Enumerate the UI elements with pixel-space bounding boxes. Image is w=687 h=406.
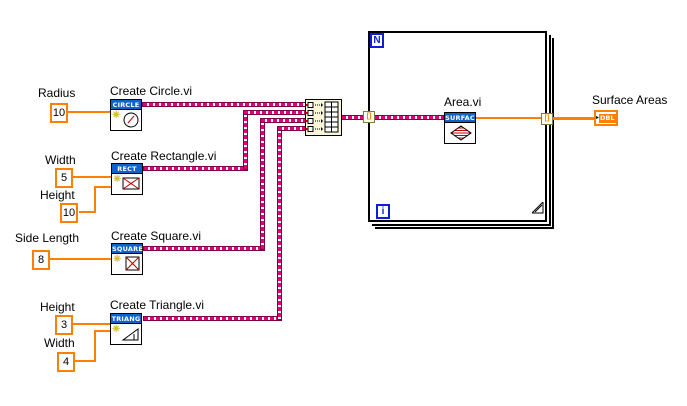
vi-header-square: SQUARE <box>112 244 143 254</box>
constant-height-tri[interactable]: 3 <box>55 315 73 335</box>
wire-height-to-rect-v[interactable] <box>94 186 96 213</box>
create-asterisk-icon: ✳ <box>113 254 122 265</box>
loop-count-terminal[interactable]: N <box>370 33 384 48</box>
wire-radius-to-circle[interactable] <box>68 111 110 113</box>
control-label-width-tri: Width <box>44 336 75 350</box>
diamond-stripes-icon <box>450 125 474 147</box>
wire-side-to-square[interactable] <box>50 258 111 260</box>
wire-array-to-tunnel[interactable] <box>341 115 364 120</box>
wire-height-to-rect-h1[interactable] <box>79 211 96 213</box>
create-asterisk-icon: ✳ <box>113 174 122 185</box>
vi-label-rectangle: Create Rectangle.vi <box>111 149 217 163</box>
wire-square-to-array-v[interactable] <box>260 118 265 250</box>
create-asterisk-icon: ✳ <box>112 110 121 121</box>
constant-width-rect[interactable]: 5 <box>55 168 73 188</box>
loop-input-tunnel[interactable]: [] <box>363 111 375 123</box>
for-loop-stack-frame-1 <box>372 35 551 226</box>
constant-radius[interactable]: 10 <box>50 103 68 123</box>
wire-height-to-tri[interactable] <box>73 323 110 325</box>
control-label-width-rect: Width <box>45 153 76 167</box>
loop-iteration-terminal[interactable]: i <box>376 204 390 219</box>
control-label-height-rect: Height <box>40 188 75 202</box>
wire-triangle-to-array-h1[interactable] <box>143 316 282 321</box>
wire-width-to-tri-h2[interactable] <box>94 330 110 332</box>
wire-square-to-array-h2[interactable] <box>260 118 306 123</box>
control-label-side-length: Side Length <box>15 231 80 245</box>
loop-resize-handle-icon[interactable] <box>530 200 544 219</box>
wire-height-to-rect-h2[interactable] <box>94 186 111 188</box>
vi-label-triangle: Create Triangle.vi <box>110 298 205 312</box>
vi-create-rectangle[interactable]: RECT ✳ <box>111 163 143 195</box>
constant-side-length[interactable]: 8 <box>32 250 50 270</box>
vi-area[interactable]: SURFAC <box>444 112 476 144</box>
control-label-height-tri: Height <box>40 300 75 314</box>
wire-width-to-tri-v[interactable] <box>94 330 96 362</box>
vi-label-circle: Create Circle.vi <box>110 84 193 98</box>
vi-create-square[interactable]: SQUARE ✳ <box>111 243 143 275</box>
dbl-type-badge: DBL <box>599 113 616 123</box>
wire-rect-to-array-h1[interactable] <box>143 166 248 171</box>
build-array-node[interactable] <box>305 99 342 136</box>
constant-height-rect[interactable]: 10 <box>60 203 78 223</box>
wire-width-to-tri-h1[interactable] <box>75 360 96 362</box>
circle-shape-icon <box>122 112 140 134</box>
surface-areas-indicator[interactable]: ▸ DBL ] <box>594 110 618 126</box>
wire-triangle-to-array-h2[interactable] <box>277 126 306 131</box>
vi-header-circle: CIRCLE <box>111 100 141 110</box>
indicator-label: Surface Areas <box>592 93 668 107</box>
wire-rect-to-array-v[interactable] <box>243 110 248 170</box>
for-loop[interactable] <box>368 31 547 222</box>
wire-area-to-tunnel[interactable] <box>476 117 541 119</box>
build-array-icon <box>306 101 339 133</box>
terminal-arrow-icon: ▸ <box>596 115 600 121</box>
square-shape-icon <box>124 256 141 277</box>
rectangle-shape-icon <box>122 176 141 197</box>
constant-width-tri[interactable]: 4 <box>57 352 75 372</box>
wire-tunnel-to-indicator[interactable] <box>553 117 594 120</box>
wire-circle-to-array[interactable] <box>142 102 306 107</box>
vi-header-area: SURFAC <box>445 113 475 123</box>
vi-create-triangle[interactable]: TRIANG ✳ <box>110 313 142 345</box>
wire-square-to-array-h1[interactable] <box>143 246 265 251</box>
for-loop-stack-frame-2 <box>375 38 554 229</box>
vi-header-rectangle: RECT <box>112 164 142 174</box>
wire-rect-to-array-h2[interactable] <box>243 110 306 115</box>
vi-create-circle[interactable]: CIRCLE ✳ <box>110 99 142 131</box>
create-asterisk-icon: ✳ <box>112 324 121 335</box>
loop-output-tunnel[interactable]: [] <box>541 113 553 125</box>
vi-header-triangle: TRIANG <box>111 314 141 324</box>
vi-label-square: Create Square.vi <box>111 229 202 243</box>
array-bracket: ] <box>615 113 619 122</box>
control-label-radius: Radius <box>38 86 76 100</box>
vi-label-area: Area.vi <box>444 95 482 109</box>
triangle-shape-icon <box>121 326 140 347</box>
wire-width-to-rect[interactable] <box>72 176 111 178</box>
wire-triangle-to-array-v[interactable] <box>277 126 282 320</box>
